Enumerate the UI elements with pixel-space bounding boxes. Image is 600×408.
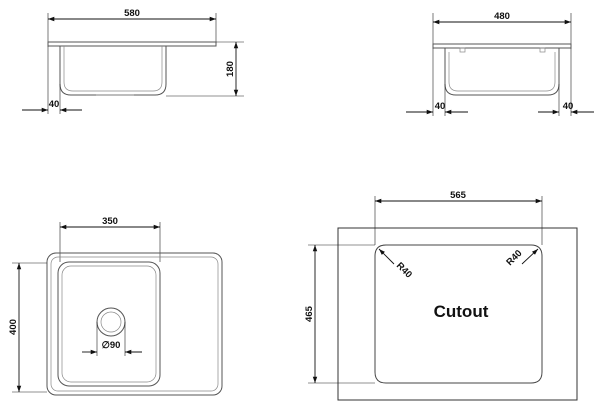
drain-diameter-label: ∅90 bbox=[102, 340, 121, 351]
cutout-height-label: 465 bbox=[304, 305, 315, 322]
side-flange bbox=[432, 43, 572, 49]
side-bowl bbox=[444, 48, 560, 96]
cutout-outline bbox=[374, 244, 543, 384]
front-flange bbox=[47, 41, 217, 47]
front-width-label: 580 bbox=[124, 8, 140, 19]
top-height-label: 400 bbox=[8, 319, 19, 335]
top-bowl-width-label: 350 bbox=[102, 216, 118, 227]
radius-right-leader bbox=[521, 248, 539, 265]
side-flange-right-label: 40 bbox=[563, 101, 574, 112]
front-view: 580 180 40 bbox=[22, 8, 244, 114]
front-flange-label: 40 bbox=[49, 99, 60, 110]
cutout-view: 565 465 R40 R40 Cutout bbox=[304, 190, 578, 401]
radius-left-leader bbox=[378, 248, 395, 265]
side-width-label: 480 bbox=[494, 11, 510, 22]
front-depth-label: 180 bbox=[225, 61, 236, 77]
cutout-width-label: 565 bbox=[450, 190, 467, 201]
side-view: 480 40 40 bbox=[406, 11, 594, 116]
countertop-outline bbox=[337, 227, 578, 401]
side-flange-left-label: 40 bbox=[435, 101, 446, 112]
cutout-title: Cutout bbox=[434, 302, 489, 321]
front-bowl bbox=[59, 46, 167, 96]
top-bowl bbox=[57, 261, 161, 387]
top-view: 350 ∅90 400 bbox=[8, 216, 223, 396]
top-outer-rim bbox=[46, 252, 223, 396]
